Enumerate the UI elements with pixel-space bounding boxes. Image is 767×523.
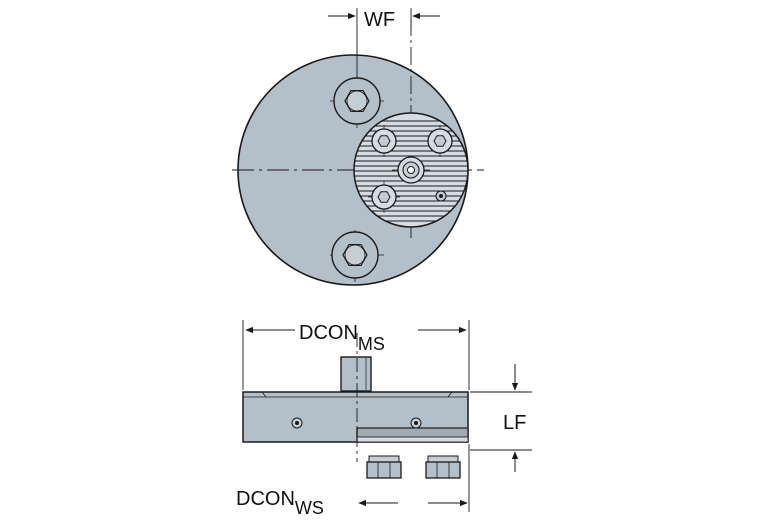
body-screw-right <box>410 417 422 429</box>
label-dcon-ws: DCON <box>236 488 295 510</box>
dimension-dcon-ws: DCONWS <box>236 444 470 518</box>
hex-bolt-bottom <box>330 230 384 282</box>
label-dcon-ms-sub: MS <box>358 334 385 354</box>
label-wf: WF <box>364 9 395 31</box>
label-lf: LF <box>503 412 526 434</box>
top-view: WF <box>232 8 484 286</box>
dimension-wf: WF <box>328 8 440 78</box>
hex-bolt-top <box>330 76 384 128</box>
body-screw-left <box>291 417 303 429</box>
side-view: DCONMS LF DCONWS <box>236 320 532 518</box>
clamp-screw-left <box>366 455 402 479</box>
svg-text:DCONMS: DCONMS <box>299 322 385 354</box>
shank-spigot <box>340 356 372 392</box>
label-dcon-ws-sub: WS <box>295 498 324 518</box>
plate-screw-bottom-left <box>368 181 400 213</box>
center-screw <box>392 156 430 184</box>
body-block <box>242 391 469 443</box>
clamp-screw-right <box>425 455 461 479</box>
pin-hole <box>435 190 447 202</box>
svg-text:DCONWS: DCONWS <box>236 488 324 518</box>
dimension-lf: LF <box>470 364 532 472</box>
label-dcon-ms: DCON <box>299 322 358 344</box>
plate-screw-top-right <box>424 125 456 157</box>
dimension-dcon-ms: DCONMS <box>242 320 470 390</box>
plate-screw-top-left <box>368 125 400 157</box>
